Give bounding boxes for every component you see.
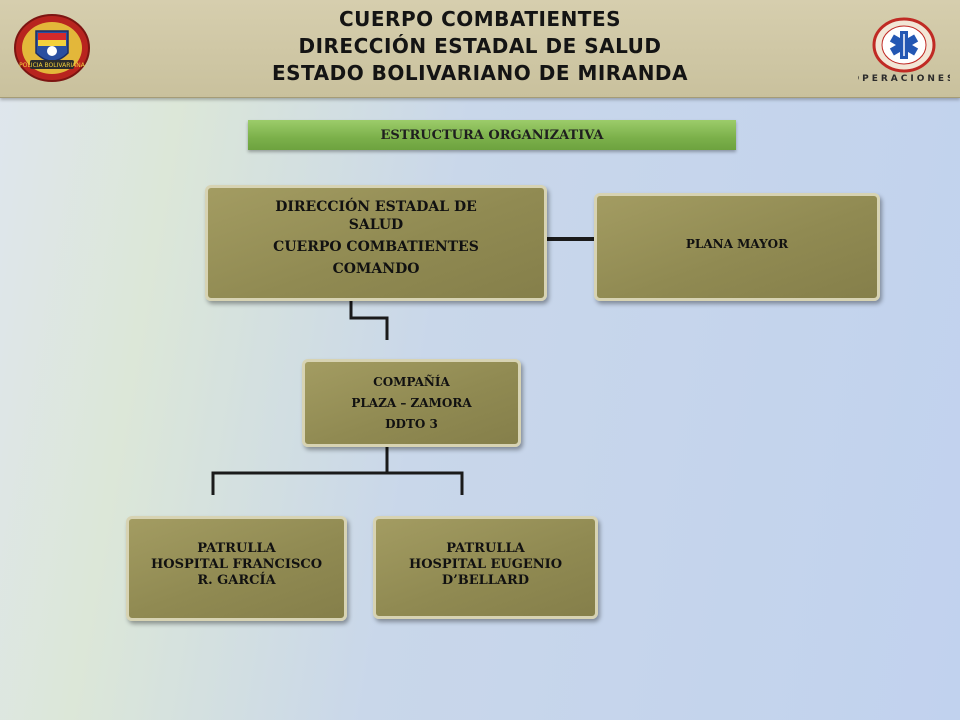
org-node-patrulla-francisco-garcia: PATRULLA HOSPITAL FRANCISCO R. GARCÍA	[126, 516, 347, 621]
org-node-line: R. GARCÍA	[197, 573, 276, 588]
org-node-line: HOSPITAL EUGENIO	[408, 557, 563, 572]
header-title-line1: CUERPO COMBATIENTES	[338, 7, 622, 31]
org-node-line: COMPAÑÍA	[373, 375, 450, 389]
header-title-line3: ESTADO BOLIVARIANO DE MIRANDA	[271, 61, 689, 85]
connector-top-to-compania	[349, 301, 389, 340]
org-node-line: PATRULLA	[446, 541, 525, 556]
connector-compania-to-patrullas	[211, 447, 464, 495]
org-node-patrulla-eugenio-bellard: PATRULLA HOSPITAL EUGENIO D’BELLARD	[373, 516, 598, 619]
org-node-line: PLAZA – ZAMORA	[351, 396, 472, 410]
org-node-line: DDTO 3	[385, 417, 438, 431]
org-node-line: CUERPO COMBATIENTES	[273, 239, 479, 255]
star-of-life-icon: OPERACIONES	[851, 15, 954, 85]
org-node-direccion-estadal: DIRECCIÓN ESTADAL DE SALUD CUERPO COMBAT…	[205, 185, 547, 301]
shield-emblem-icon: POLICIA BOLIVARIANA	[12, 13, 92, 83]
header-bar: POLICIA BOLIVARIANA CUERPO COMBATIENTES …	[0, 0, 960, 98]
org-node-line: PATRULLA	[197, 541, 276, 556]
org-node-line: SALUD	[348, 217, 404, 233]
org-node-label: PLANA MAYOR	[685, 237, 789, 251]
org-node-line: D’BELLARD	[441, 573, 530, 588]
header-title-line2: DIRECCIÓN ESTADAL DE SALUD	[298, 34, 662, 58]
svg-text:OPERACIONES: OPERACIONES	[858, 74, 950, 84]
svg-text:POLICIA BOLIVARIANA: POLICIA BOLIVARIANA	[19, 62, 86, 69]
section-title-banner: ESTRUCTURA ORGANIZATIVA	[248, 120, 736, 150]
org-node-plana-mayor: PLANA MAYOR	[594, 193, 880, 301]
org-node-line: DIRECCIÓN ESTADAL DE	[275, 199, 477, 215]
header-titles: CUERPO COMBATIENTES DIRECCIÓN ESTADAL DE…	[140, 6, 820, 87]
org-node-line: COMANDO	[332, 261, 420, 277]
org-node-compania: COMPAÑÍA PLAZA – ZAMORA DDTO 3	[302, 359, 521, 447]
org-node-line: HOSPITAL FRANCISCO	[150, 557, 323, 572]
